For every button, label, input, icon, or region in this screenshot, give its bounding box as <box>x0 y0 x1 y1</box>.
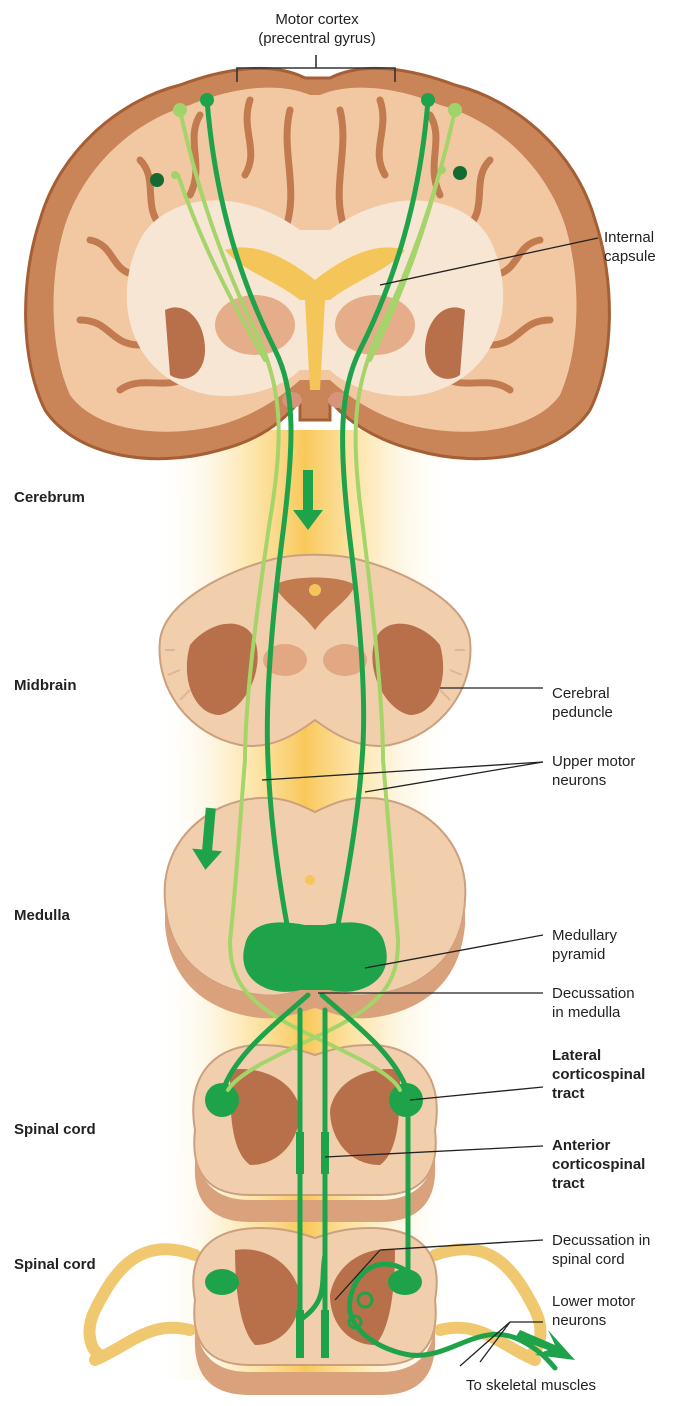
lateral-tract-line1: Lateral <box>552 1046 645 1065</box>
cerebral-peduncle-line2: peduncle <box>552 703 613 722</box>
anterior-tract-line1: Anterior <box>552 1136 645 1155</box>
anterior-tract-line2: corticospinal <box>552 1155 645 1174</box>
motor-cortex-label-line1: Motor cortex <box>262 10 372 29</box>
lateral-tract-label: Lateral corticospinal tract <box>552 1046 645 1103</box>
lateral-tract-line3: tract <box>552 1084 645 1103</box>
motor-cortex-label: Motor cortex <box>262 10 372 29</box>
internal-capsule-line1: Internal <box>604 228 656 247</box>
lower-motor-neurons-line2: neurons <box>552 1311 635 1330</box>
decussation-medulla-line2: in medulla <box>552 1003 635 1022</box>
precentral-gyrus-label: (precentral gyrus) <box>242 29 392 48</box>
decussation-spinal-label: Decussation in spinal cord <box>552 1231 650 1269</box>
cerebral-peduncle-label: Cerebral peduncle <box>552 684 613 722</box>
internal-capsule-line2: capsule <box>604 247 656 266</box>
cerebral-peduncle-line1: Cerebral <box>552 684 613 703</box>
upper-motor-neurons-label: Upper motor neurons <box>552 752 635 790</box>
internal-capsule-label: Internal capsule <box>604 228 656 266</box>
decussation-spinal-line1: Decussation in <box>552 1231 650 1250</box>
motor-cortex-label-line2: (precentral gyrus) <box>242 29 392 48</box>
upper-motor-neurons-line2: neurons <box>552 771 635 790</box>
spinal-cord-label-1: Spinal cord <box>14 1120 96 1139</box>
midbrain-label: Midbrain <box>14 676 77 695</box>
cerebrum-label: Cerebrum <box>14 488 85 507</box>
lower-motor-neurons-line1: Lower motor <box>552 1292 635 1311</box>
cerebrum <box>26 68 610 458</box>
decussation-medulla-line1: Decussation <box>552 984 635 1003</box>
medullary-pyramid-label: Medullary pyramid <box>552 926 617 964</box>
anterior-tract-label: Anterior corticospinal tract <box>552 1136 645 1193</box>
upper-motor-neurons-line1: Upper motor <box>552 752 635 771</box>
medulla-label: Medulla <box>14 906 70 925</box>
decussation-spinal-line2: spinal cord <box>552 1250 650 1269</box>
spinal-cord-label-2: Spinal cord <box>14 1255 96 1274</box>
medullary-pyramid-line1: Medullary <box>552 926 617 945</box>
anterior-tract-line3: tract <box>552 1174 645 1193</box>
lower-motor-neurons-label: Lower motor neurons <box>552 1292 635 1330</box>
lateral-tract-line2: corticospinal <box>552 1065 645 1084</box>
medullary-pyramid-line2: pyramid <box>552 945 617 964</box>
decussation-medulla-label: Decussation in medulla <box>552 984 635 1022</box>
skeletal-muscles-label: To skeletal muscles <box>466 1376 596 1395</box>
